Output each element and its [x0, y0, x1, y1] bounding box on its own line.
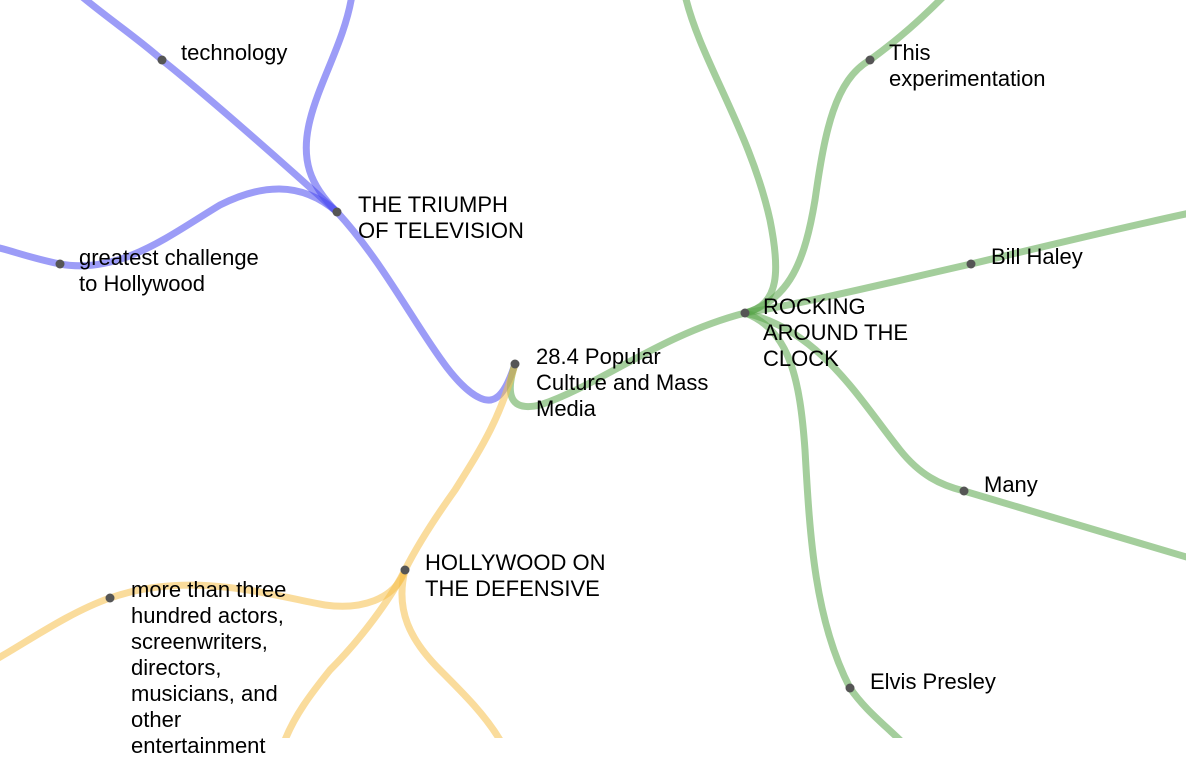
actors-node-label[interactable]: more than three hundred actors, screenwr…: [131, 577, 287, 758]
edge-rock-upper-left: [682, 0, 780, 317]
edge-television-upper: [302, 0, 355, 216]
many-node-label[interactable]: Many: [984, 472, 1038, 497]
rock-node-label[interactable]: ROCKING AROUND THE CLOCK: [763, 294, 909, 371]
hollywood-node-dot: [400, 565, 410, 575]
edge-hollywood-lower-left: [282, 566, 409, 738]
edge-hollywood-to-actors: [0, 566, 409, 662]
rock-branch: [506, 0, 1186, 738]
technology-node-dot: [157, 55, 167, 65]
edge-television-to-hollywood-challenge: [0, 185, 341, 270]
bill-haley-node-dot: [966, 259, 976, 269]
television-node-label[interactable]: THE TRIUMPH OF TELEVISION: [358, 192, 524, 243]
edge-rock-to-many: [741, 309, 1186, 561]
actors-node-dot: [105, 593, 115, 603]
hollywood-challenge-node-label[interactable]: greatest challenge to Hollywood: [79, 245, 259, 296]
experimentation-node-dot: [865, 55, 875, 65]
edge-center-to-television: [333, 208, 519, 404]
elvis-node-label[interactable]: Elvis Presley: [870, 669, 996, 694]
edge-center-to-rock: [506, 309, 749, 410]
technology-node-label[interactable]: technology: [181, 40, 288, 65]
edge-rock-to-experimentation: [741, 0, 945, 317]
edge-hollywood-lower-right: [398, 566, 503, 738]
edge-rock-to-elvis: [741, 309, 903, 738]
television-branch: [0, 0, 519, 404]
center-node-dot: [510, 359, 520, 369]
hollywood-challenge-node-dot: [55, 259, 65, 269]
bill-haley-node-label[interactable]: Bill Haley: [991, 244, 1083, 269]
hollywood-branch: [0, 360, 519, 738]
edge-television-to-technology: [80, 0, 341, 216]
mind-map-canvas: [0, 0, 1186, 738]
rock-node-dot: [740, 308, 750, 318]
experimentation-node-label[interactable]: This experimentation: [889, 40, 1046, 91]
many-node-dot: [959, 486, 969, 496]
edge-center-to-hollywood: [401, 360, 519, 574]
television-node-dot: [332, 207, 342, 217]
elvis-node-dot: [845, 683, 855, 693]
hollywood-node-label[interactable]: HOLLYWOOD ON THE DEFENSIVE: [425, 550, 606, 601]
center-node-label[interactable]: 28.4 Popular Culture and Mass Media: [536, 344, 709, 421]
